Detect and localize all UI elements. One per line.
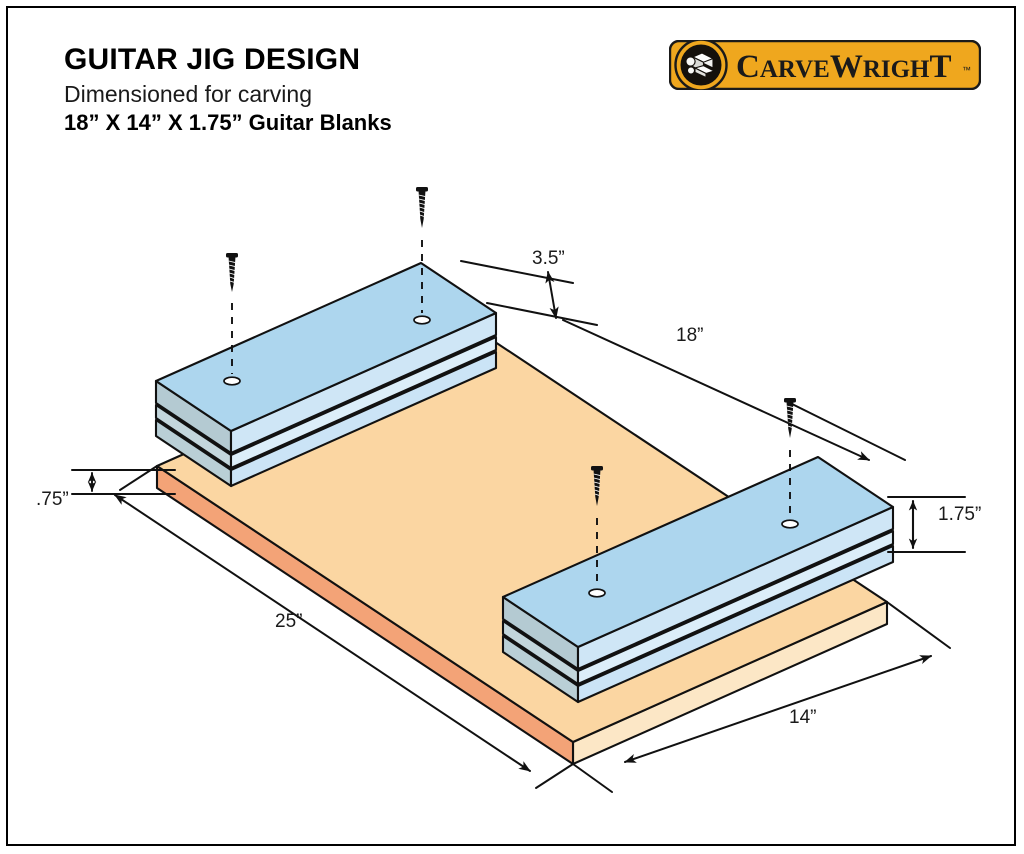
rail-front-top-face bbox=[501, 455, 895, 649]
rail-back bbox=[154, 261, 498, 488]
fasteners bbox=[226, 187, 796, 586]
rail-front-band-mid bbox=[576, 529, 895, 686]
ext-line-3-5-b bbox=[486, 302, 598, 326]
screw-head bbox=[784, 398, 796, 403]
page-subtitle: Dimensioned for carving bbox=[64, 81, 313, 108]
dim-line-25 bbox=[114, 494, 531, 772]
screw-tip bbox=[230, 284, 234, 292]
screw-tip bbox=[420, 219, 424, 228]
ext-line-14-b bbox=[572, 763, 613, 793]
screw-hole-back-right bbox=[413, 315, 431, 325]
rail-back-top-face bbox=[154, 261, 498, 433]
dim-label-25: 25” bbox=[275, 611, 303, 632]
screw-hole-front-right bbox=[781, 519, 799, 529]
ext-line-25-b bbox=[535, 763, 574, 789]
screw-tip bbox=[595, 497, 599, 506]
screw-front-right bbox=[784, 398, 796, 517]
screw-threads bbox=[593, 473, 601, 496]
rail-front bbox=[501, 455, 895, 704]
dim-label-3-5: 3.5” bbox=[532, 248, 565, 269]
ext-line-18-b bbox=[789, 402, 906, 461]
rail-back-band-mid bbox=[229, 335, 498, 470]
screw-back-left bbox=[226, 253, 238, 374]
screw-threads bbox=[228, 260, 236, 283]
dim-line-3-5 bbox=[545, 271, 559, 319]
screw-hole-back-left bbox=[223, 376, 241, 386]
screw-head bbox=[226, 253, 238, 258]
carvewright-logo: CARVEWRIGHT ™ bbox=[669, 40, 981, 90]
page-title: GUITAR JIG DESIGN bbox=[64, 43, 361, 76]
rail-back-band-lower bbox=[229, 350, 498, 488]
page-spec-line: 18” X 14” X 1.75” Guitar Blanks bbox=[64, 110, 392, 136]
screw-head bbox=[416, 187, 428, 192]
screw-front-left bbox=[591, 466, 603, 586]
logo-background bbox=[669, 40, 981, 90]
screw-head bbox=[591, 466, 603, 471]
logo-wordmark: CARVEWRIGHT bbox=[736, 49, 952, 85]
dim-line-14 bbox=[624, 655, 932, 763]
dim-line-18 bbox=[562, 319, 870, 461]
ext-line-14-a bbox=[886, 601, 951, 649]
dim-label-14: 14” bbox=[789, 707, 817, 728]
screw-threads bbox=[418, 194, 426, 217]
dim-label-18: 18” bbox=[676, 325, 704, 346]
screw-back-right bbox=[416, 187, 428, 313]
carvewright-bit-icon bbox=[685, 52, 716, 79]
logo-trademark: ™ bbox=[962, 65, 971, 75]
dim-label-1-75: 1.75” bbox=[938, 504, 982, 525]
dimension-lines bbox=[71, 260, 966, 793]
ext-line-25-a bbox=[119, 465, 158, 491]
title-block: GUITAR JIG DESIGN Dimensioned for carvin… bbox=[64, 43, 624, 136]
screw-hole-front-left bbox=[588, 588, 606, 598]
dim-label-0-75: .75” bbox=[36, 489, 69, 510]
screw-tip bbox=[788, 429, 792, 438]
